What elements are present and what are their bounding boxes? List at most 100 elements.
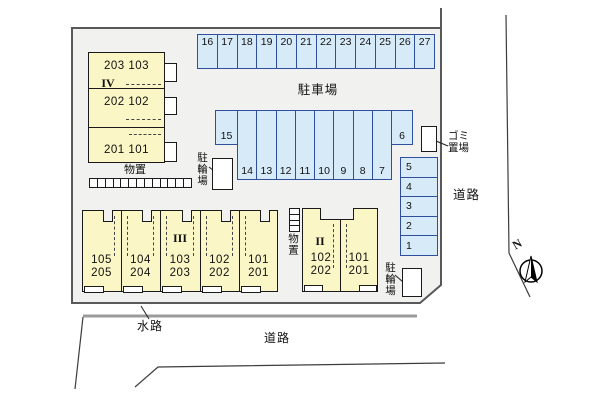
- building-iii-notch-3: [182, 210, 192, 222]
- building-iv-stairs-2: [126, 119, 161, 120]
- building-iii-unit-4: 102 202: [200, 254, 239, 279]
- parking-column-side: 5 4 3 2 1: [400, 157, 438, 256]
- building-ii-entry-2: [359, 285, 377, 292]
- building-iii-stairs: [114, 216, 115, 256]
- bike-parking-left-label: 駐輪場: [196, 152, 208, 187]
- storage-middle-label: 物置: [287, 233, 299, 256]
- parking-space-1: 1: [401, 235, 437, 255]
- building-ii-unit-1: 102 202: [302, 252, 340, 277]
- building-iv-balcony-1: [164, 63, 177, 82]
- parking-space-26: 26: [394, 35, 415, 68]
- parking-space-4: 4: [401, 176, 437, 197]
- boundary-slant-left: [74, 316, 84, 390]
- storage-left-sheds: [89, 178, 192, 188]
- building-iii-notch-5: [260, 210, 270, 222]
- road-label-right: 道路: [453, 188, 481, 202]
- parking-space-11: 11: [294, 111, 314, 179]
- room-number: 105: [91, 254, 112, 266]
- room-number: 201: [348, 264, 370, 277]
- parking-space-15: 15: [215, 110, 238, 145]
- parking-space-10: 10: [314, 111, 333, 179]
- bike-parking-right-box: [402, 268, 422, 297]
- room-number: 202: [310, 264, 332, 277]
- parking-lot-label: 駐車場: [297, 83, 339, 97]
- road-label-bottom: 道路: [264, 331, 291, 345]
- parking-space-2: 2: [401, 215, 437, 236]
- parking-space-22: 22: [315, 35, 336, 68]
- parking-space-23: 23: [335, 35, 355, 68]
- building-iii-unit-2: 104 204: [121, 254, 160, 279]
- building-iii-stairs: [153, 216, 154, 256]
- building-iii-unit-5: 101 201: [239, 254, 278, 279]
- building-iii-stairs: [166, 216, 167, 256]
- room-number: 101: [248, 254, 269, 266]
- room-number: 102: [209, 254, 230, 266]
- parking-space-25: 25: [374, 35, 395, 68]
- garbage-label-line1: ゴミ: [448, 130, 469, 142]
- parking-space-12: 12: [275, 111, 295, 179]
- parking-space-16: 16: [201, 36, 214, 48]
- road-edge-bottom: [134, 362, 446, 388]
- storage-middle-sheds: [289, 208, 300, 232]
- building-iii-divider-4: [239, 210, 240, 292]
- building-iv-rooms-3: 201 101: [103, 144, 150, 156]
- building-ii-entry-1: [304, 285, 323, 292]
- building-ii-stairs: [346, 224, 347, 268]
- bike-right-pointer-line: [394, 274, 404, 283]
- parking-space-24: 24: [355, 35, 375, 68]
- north-compass-icon: [519, 255, 543, 284]
- parking-space-21: 21: [295, 35, 316, 68]
- parking-space-19: 19: [256, 35, 276, 68]
- building-ii-notch: [320, 208, 354, 220]
- building-iii-stairs: [127, 216, 128, 256]
- building-iii-notch-1: [103, 210, 113, 222]
- parking-space-20: 20: [276, 35, 296, 68]
- building-iii-entry-4: [202, 286, 222, 293]
- road-edge-right: [505, 14, 531, 298]
- building-iii-divider-3: [200, 210, 201, 292]
- parking-space-6: 6: [391, 110, 413, 145]
- building-iv-divider-2: [88, 127, 165, 128]
- parking-row-middle: 14 13 12 11 10 9 8 7: [237, 110, 392, 180]
- garbage-label-line2: 置場: [448, 142, 469, 154]
- building-iii-stairs: [232, 216, 233, 256]
- building-ii-numeral: II: [315, 234, 325, 248]
- parking-space-7: 7: [371, 111, 391, 179]
- parking-space-18: 18: [236, 35, 257, 68]
- building-iii-notch-4: [221, 210, 231, 222]
- parking-space-8: 8: [352, 111, 372, 179]
- building-iii-unit-3: 103 203: [160, 254, 200, 279]
- building-ii-divider: [340, 208, 341, 292]
- building-iii-stairs: [206, 216, 207, 256]
- waterway-pointer-line: [140, 305, 150, 320]
- building-iv-numeral: IV: [101, 76, 115, 90]
- parking-space-14: 14: [241, 165, 253, 177]
- parking-space-27: 27: [414, 35, 434, 68]
- building-iii-notch-2: [142, 210, 152, 222]
- building-ii-stairs: [333, 224, 334, 268]
- building-iii-divider-1: [121, 210, 122, 292]
- room-number: 101: [348, 252, 370, 264]
- building-ii-unit-2: 101 201: [340, 252, 378, 277]
- parking-space-3: 3: [401, 196, 437, 216]
- parking-space-5: 5: [406, 161, 412, 174]
- building-iii-numeral: III: [172, 231, 187, 245]
- room-number: 104: [130, 254, 151, 266]
- parking-space-9: 9: [333, 111, 352, 179]
- building-iv-divider-1: [88, 88, 165, 89]
- building-iv-rooms-1: 203 103: [103, 60, 150, 72]
- room-number: 202: [209, 266, 230, 279]
- waterway-label: 水路: [137, 319, 164, 333]
- storage-left-label: 物置: [124, 164, 146, 176]
- building-iv-balcony-3: [164, 142, 177, 162]
- room-number: 205: [91, 266, 112, 279]
- building-iii-divider-2: [160, 210, 161, 292]
- building-iv-rooms-2: 202 102: [103, 96, 150, 108]
- building-iv-balcony-2: [164, 97, 177, 115]
- building-iii: [82, 210, 278, 292]
- room-number: 102: [310, 252, 332, 264]
- building-iv-stairs-1: [126, 84, 161, 85]
- parking-space-13: 13: [256, 111, 275, 179]
- room-number: 103: [169, 254, 191, 266]
